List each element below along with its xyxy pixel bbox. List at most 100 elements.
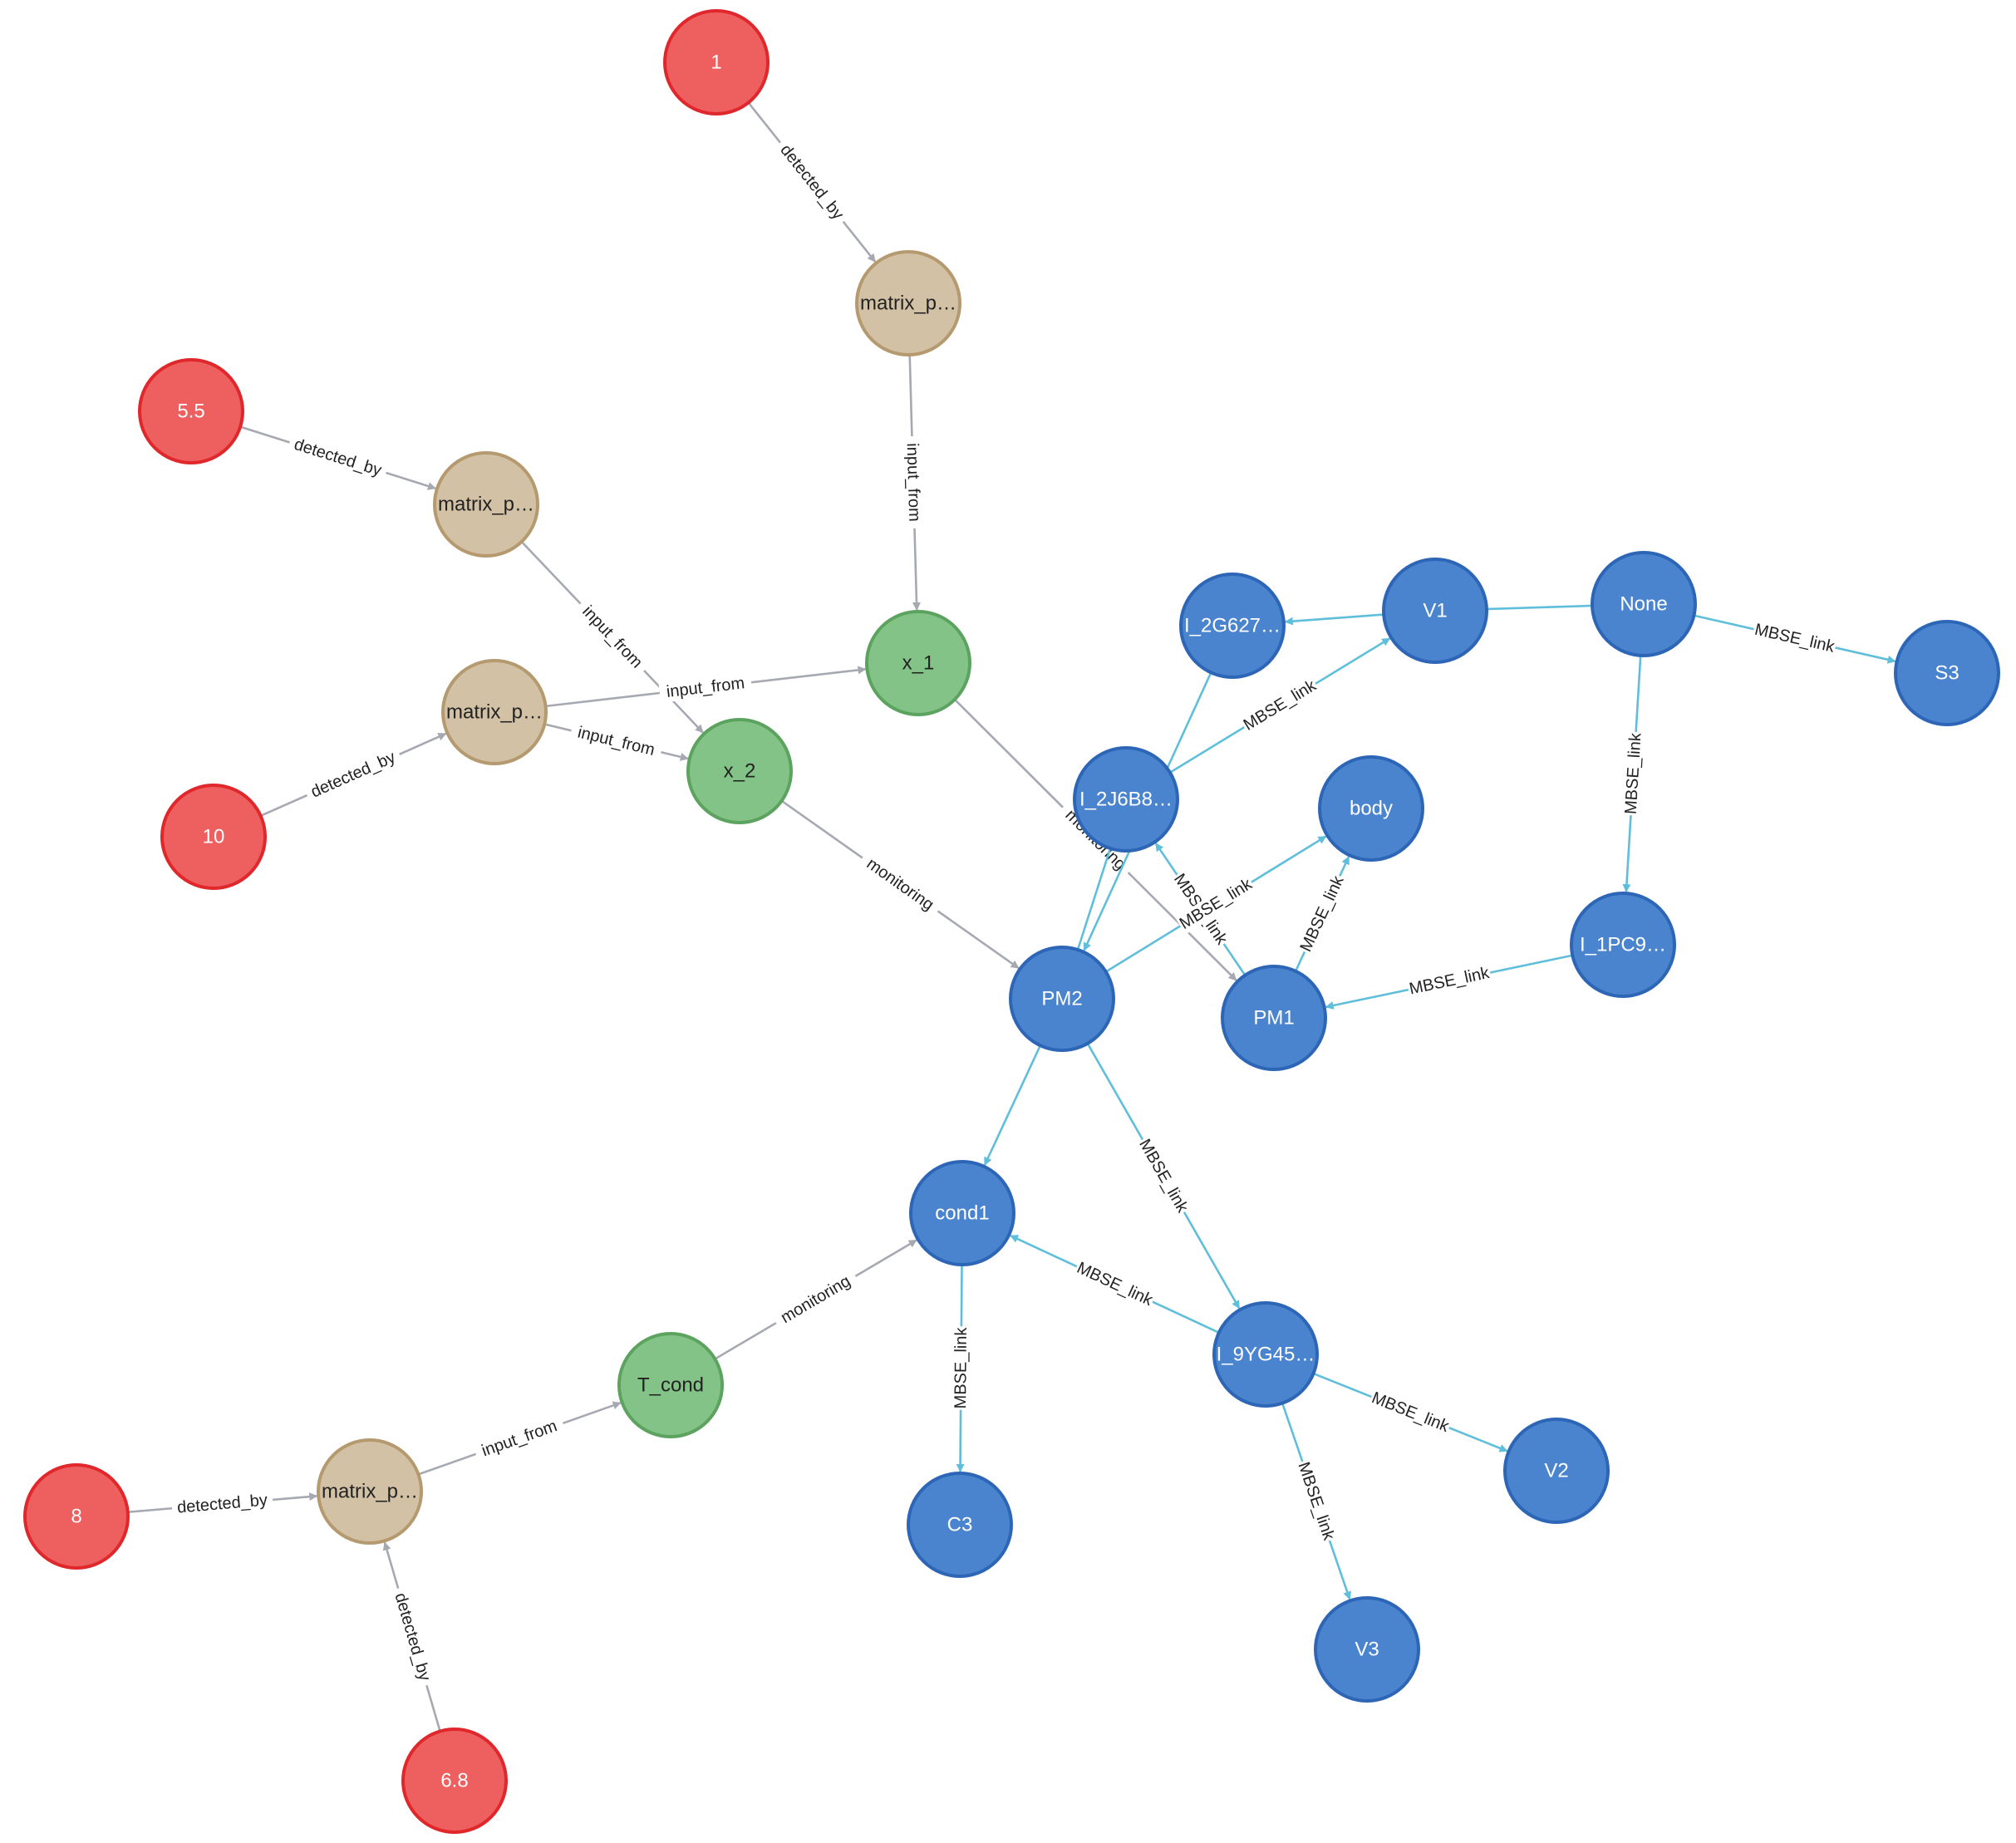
edge-pm2-i2j[interactable] <box>1076 849 1111 951</box>
node-circle[interactable] <box>317 1438 423 1545</box>
node-mp1[interactable]: matrix_p… <box>855 250 961 356</box>
node-n8[interactable]: 8 <box>23 1463 130 1570</box>
edge-none-i1pc[interactable]: MBSE_link <box>1620 655 1646 893</box>
edge-pm2-cond1[interactable] <box>983 1044 1042 1166</box>
node-circle[interactable] <box>1179 573 1286 679</box>
node-circle[interactable] <box>617 1332 724 1438</box>
node-circle[interactable] <box>1503 1418 1610 1524</box>
node-s3[interactable]: S3 <box>1894 620 2000 726</box>
node-circle[interactable] <box>433 451 539 558</box>
node-pm2[interactable]: PM2 <box>1009 946 1115 1052</box>
node-cond1[interactable]: cond1 <box>909 1160 1015 1266</box>
node-body[interactable]: body <box>1318 755 1424 862</box>
node-circle[interactable] <box>1073 746 1179 853</box>
edge-n8-mp4[interactable]: detected_by <box>127 1489 318 1519</box>
edge-label: MBSE_link <box>951 1327 971 1409</box>
node-circle[interactable] <box>1591 551 1697 657</box>
edge-label-background <box>302 745 404 805</box>
edge-label: MBSE_link <box>1753 621 1837 656</box>
node-x2[interactable]: x_2 <box>686 718 793 824</box>
node-mp2[interactable]: matrix_p… <box>433 451 539 558</box>
node-circle[interactable] <box>907 1472 1013 1578</box>
node-mp3[interactable]: matrix_p… <box>441 659 548 765</box>
node-i2j[interactable]: I_2J6B8… <box>1073 746 1179 853</box>
node-circle[interactable] <box>1212 1301 1319 1408</box>
edge-pm1-body[interactable]: MBSE_link <box>1294 856 1350 972</box>
node-tcond[interactable]: T_cond <box>617 1332 724 1438</box>
node-circle[interactable] <box>1318 755 1424 862</box>
node-circle[interactable] <box>138 358 244 464</box>
node-circle[interactable] <box>686 718 793 824</box>
node-label: PM2 <box>1041 988 1082 1010</box>
node-circle[interactable] <box>1221 965 1327 1071</box>
edge-label-background <box>568 720 664 762</box>
edge-pm2-i9yg[interactable]: MBSE_link <box>1086 1043 1241 1310</box>
node-i1pc[interactable]: I_1PC9… <box>1570 892 1676 998</box>
node-circle[interactable] <box>1314 1596 1420 1703</box>
edge-none-s3[interactable]: MBSE_link <box>1694 614 1896 664</box>
node-i2g[interactable]: I_2G627… <box>1179 573 1286 679</box>
edge-line[interactable] <box>1284 613 1384 626</box>
edge-i1pc-pm1[interactable]: MBSE_link <box>1325 954 1573 1010</box>
edge-line[interactable] <box>1076 849 1111 951</box>
edge-label: MBSE_link <box>1297 872 1349 955</box>
edge-mp3-x1[interactable]: input_from <box>545 666 867 708</box>
edge-i9yg-v3[interactable]: MBSE_link <box>1281 1403 1352 1600</box>
edge-n1-mp1[interactable]: detected_by <box>747 101 877 263</box>
node-mp4[interactable]: matrix_p… <box>317 1438 423 1545</box>
nodes-layer: 15.51086.8matrix_p…matrix_p…matrix_p…mat… <box>23 9 2000 1834</box>
node-circle[interactable] <box>663 9 770 115</box>
edge-mp2-x2[interactable]: input_from <box>520 541 704 734</box>
node-circle[interactable] <box>1894 620 2000 726</box>
node-circle[interactable] <box>1009 946 1115 1052</box>
node-label: I_1PC9… <box>1580 934 1666 956</box>
node-circle[interactable] <box>865 610 971 716</box>
node-n55[interactable]: 5.5 <box>138 358 244 464</box>
edge-mp3-x2[interactable]: input_from <box>543 720 689 762</box>
node-label: I_2J6B8… <box>1079 789 1173 811</box>
node-v2[interactable]: V2 <box>1503 1418 1610 1524</box>
edge-pm2-body[interactable]: MBSE_link <box>1105 835 1327 973</box>
node-circle[interactable] <box>855 250 961 356</box>
node-circle[interactable] <box>401 1728 508 1834</box>
node-pm1[interactable]: PM1 <box>1221 965 1327 1071</box>
node-circle[interactable] <box>441 659 548 765</box>
node-label: I_9YG45… <box>1217 1344 1315 1366</box>
edge-cond1-c3[interactable]: MBSE_link <box>951 1264 971 1473</box>
edge-label: input_from <box>903 443 924 522</box>
node-v1[interactable]: V1 <box>1382 558 1488 664</box>
edge-mp1-x1[interactable]: input_from <box>902 354 925 612</box>
edge-mp4-tcond[interactable]: input_from <box>418 1401 622 1476</box>
node-label: 1 <box>711 52 721 74</box>
edge-label-background <box>1175 873 1257 935</box>
edge-label-background <box>287 432 390 483</box>
edge-label: input_from <box>576 724 656 759</box>
edge-x2-pm2[interactable]: monitoring <box>780 799 1020 970</box>
edge-n10-mp3[interactable]: detected_by <box>260 732 447 818</box>
node-n10[interactable]: 10 <box>160 784 267 890</box>
edge-line[interactable] <box>983 1044 1042 1166</box>
edge-none-v1[interactable] <box>1487 604 1593 611</box>
node-n1[interactable]: 1 <box>663 9 770 115</box>
node-circle[interactable] <box>23 1463 130 1570</box>
node-label: 5.5 <box>177 401 204 423</box>
edge-tcond-cond1[interactable]: monitoring <box>714 1239 917 1360</box>
edge-label-background <box>658 672 753 703</box>
edge-n68-mp4[interactable]: detected_by <box>382 1541 441 1732</box>
node-c3[interactable]: C3 <box>907 1472 1013 1578</box>
edge-i9yg-cond1[interactable]: MBSE_link <box>1010 1234 1220 1334</box>
node-label: matrix_p… <box>438 494 534 516</box>
edge-line[interactable] <box>1487 604 1593 611</box>
edge-v1-i2g[interactable] <box>1284 613 1384 626</box>
node-circle[interactable] <box>1382 558 1488 664</box>
node-circle[interactable] <box>909 1160 1015 1266</box>
node-i9yg[interactable]: I_9YG45… <box>1212 1301 1319 1408</box>
node-x1[interactable]: x_1 <box>865 610 971 716</box>
node-none[interactable]: None <box>1591 551 1697 657</box>
node-v3[interactable]: V3 <box>1314 1596 1420 1703</box>
node-circle[interactable] <box>160 784 267 890</box>
edge-n55-mp2[interactable]: detected_by <box>239 425 436 490</box>
edge-i9yg-v2[interactable]: MBSE_link <box>1313 1372 1508 1452</box>
node-n68[interactable]: 6.8 <box>401 1728 508 1834</box>
node-circle[interactable] <box>1570 892 1676 998</box>
